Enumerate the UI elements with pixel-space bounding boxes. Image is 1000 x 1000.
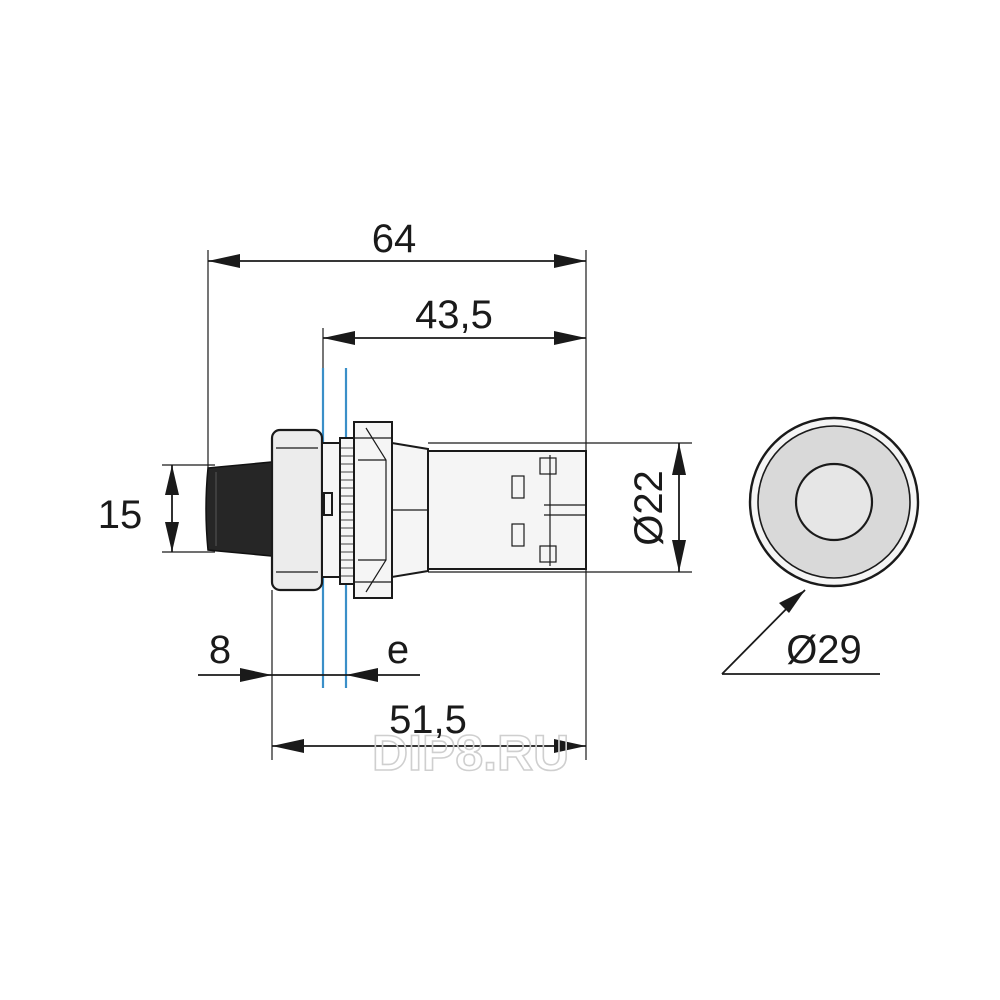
label-actuator-height: 15 (98, 493, 143, 537)
label-body-length: 43,5 (415, 293, 493, 337)
label-mounting-diameter: Ø22 (627, 470, 671, 546)
watermark: DIP8.RU (372, 725, 569, 781)
dim-64 (208, 254, 586, 268)
label-length-behind-bezel: 51,5 (389, 698, 467, 742)
actuator (205, 461, 273, 557)
label-bezel-diameter: Ø29 (786, 628, 862, 672)
label-overall-length: 64 (372, 217, 417, 261)
threaded-ring (339, 437, 355, 585)
pushbutton-side-view (205, 421, 587, 599)
dim-43-5 (323, 331, 586, 345)
dim-15 (165, 465, 179, 552)
dim-29-leader (721, 589, 880, 675)
front-bezel (270, 428, 324, 592)
label-panel-thickness: e (387, 628, 409, 672)
contact-block (427, 450, 587, 570)
dim-8-e (198, 668, 420, 682)
fixing-nut (353, 421, 393, 599)
dim-22 (672, 443, 686, 572)
label-actuator-projection: 8 (209, 628, 231, 672)
dim-51-5 (272, 739, 586, 753)
pushbutton-front-view (748, 416, 920, 588)
extension-lines (162, 250, 692, 760)
